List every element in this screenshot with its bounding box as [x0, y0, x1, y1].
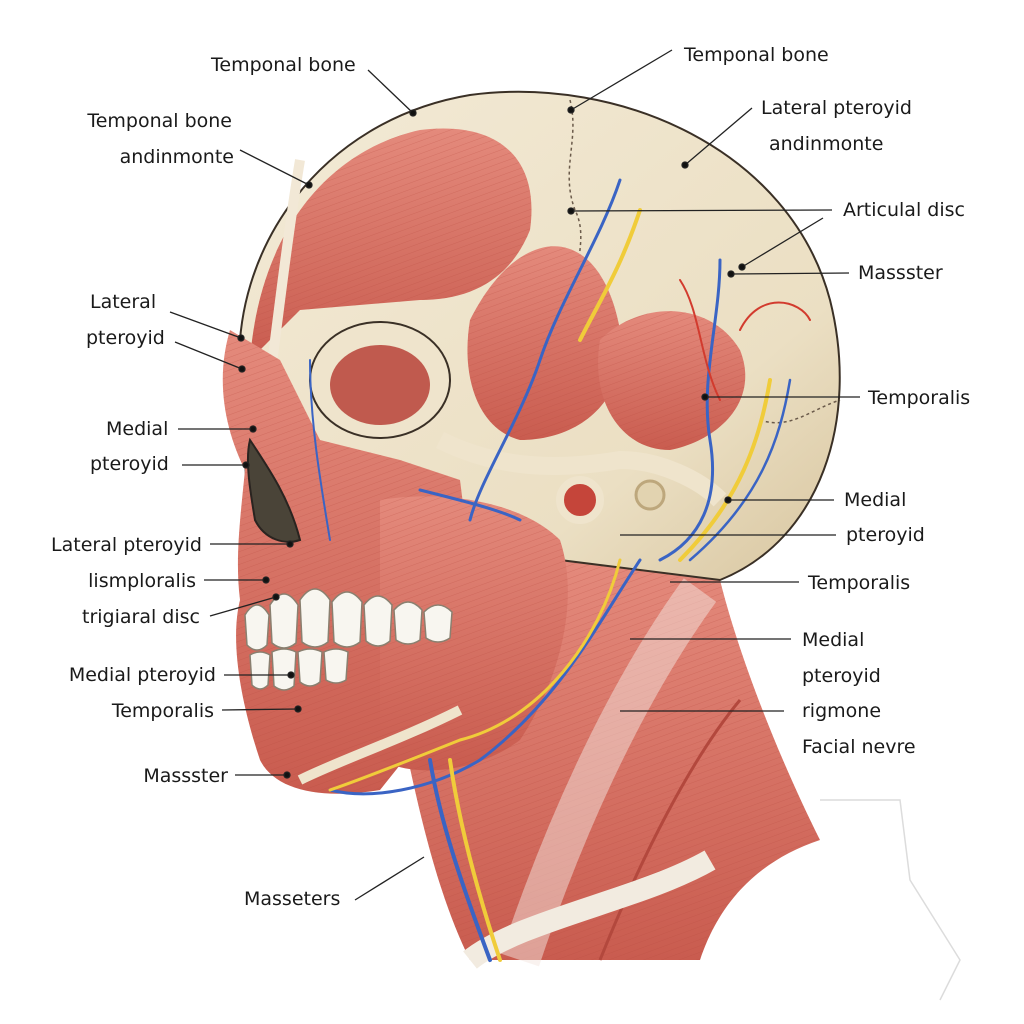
label-medial-1: Medial: [106, 418, 169, 440]
label-temporal-bone-top: Temponal bone: [211, 54, 356, 76]
label-facial-nerve: Facial nevre: [802, 736, 916, 758]
label-lateral-pteroyid-right: Lateral pteroyid: [761, 97, 912, 119]
label-medial-right-1: Medial: [844, 489, 907, 511]
label-andinmonte-right: andinmonte: [769, 133, 884, 155]
teeth: [244, 588, 453, 691]
inset-outline: [820, 799, 961, 1001]
leader-lines: [169, 49, 860, 901]
label-articulal-disc: Articulal disc: [843, 199, 965, 221]
label-temporalis-left: Temporalis: [111, 700, 214, 722]
label-pteroyid-2: pteroyid: [90, 453, 169, 475]
label-temporalis-right-1: Temporalis: [868, 387, 971, 409]
label-temporal-bone-left: Temponal bone: [87, 110, 232, 132]
label-lateral-pteroyid: Lateral pteroyid: [51, 534, 202, 556]
label-pteroyid-1: pteroyid: [86, 327, 165, 349]
label-lismploralis: lismploralis: [88, 570, 196, 592]
label-rigmone: rigmone: [802, 700, 882, 722]
label-massster-left: Massster: [143, 765, 228, 787]
label-temporalis-right-2: Temporalis: [808, 572, 911, 594]
label-masseters: Masseters: [244, 888, 341, 910]
label-massster-right: Massster: [858, 262, 943, 284]
label-medial-pteroyid-left: Medial pteroyid: [68, 664, 216, 686]
label-temporal-bone-right: Temponal bone: [684, 44, 829, 66]
masseter-muscle: [297, 496, 568, 785]
label-andinmonte-left: andinmonte: [119, 146, 234, 168]
label-pteroyid-right-2: pteroyid: [802, 665, 881, 687]
label-trigiaral-disc: trigiaral disc: [82, 606, 200, 628]
label-pteroyid-right-1: pteroyid: [846, 524, 925, 546]
label-lateral: Lateral: [90, 291, 157, 313]
label-medial-right-2: Medial: [802, 629, 865, 651]
